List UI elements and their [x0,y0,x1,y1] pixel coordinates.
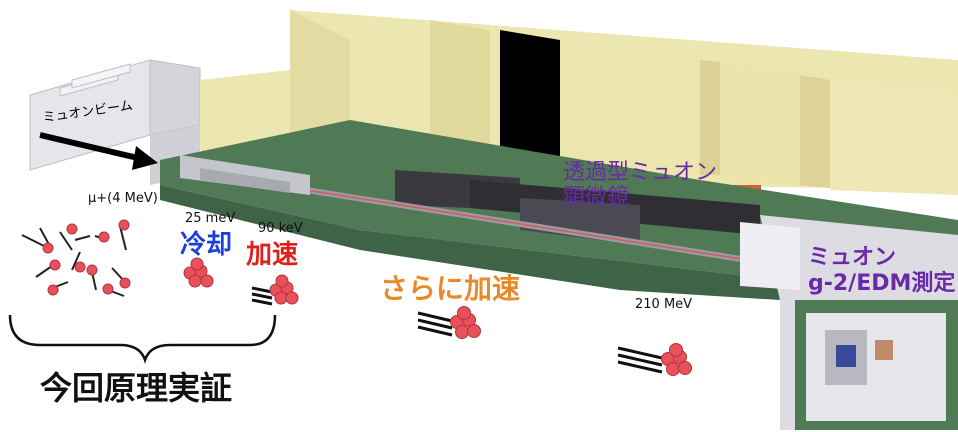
brace-icon [8,314,277,364]
beam-arrow-icon [39,132,158,170]
speed-lines-icon [617,346,663,374]
g2-edm-label: ミュオン g-2/EDM測定 [808,245,956,297]
accel-label: 加速 [246,240,299,270]
microscope-label: 透過型ミュオン 顕微鏡 [563,160,718,211]
beam-line [179,155,761,265]
speed-lines-icon [251,286,273,306]
accel-energy-label: 90 keV [258,221,303,236]
experiment-hall [740,215,958,430]
mu-energy-label: μ+(4 MeV) [88,191,158,206]
final-energy-label: 210 MeV [635,297,693,312]
cool-energy-label: 25 meV [185,211,236,226]
speed-lines-icon [417,311,453,337]
principle-demonstration-label: 今回原理実証 [40,369,233,407]
cool-label: 冷却 [180,230,233,260]
further-accel-label: さらに加速 [380,272,521,305]
muon-cluster-icon [183,257,214,288]
